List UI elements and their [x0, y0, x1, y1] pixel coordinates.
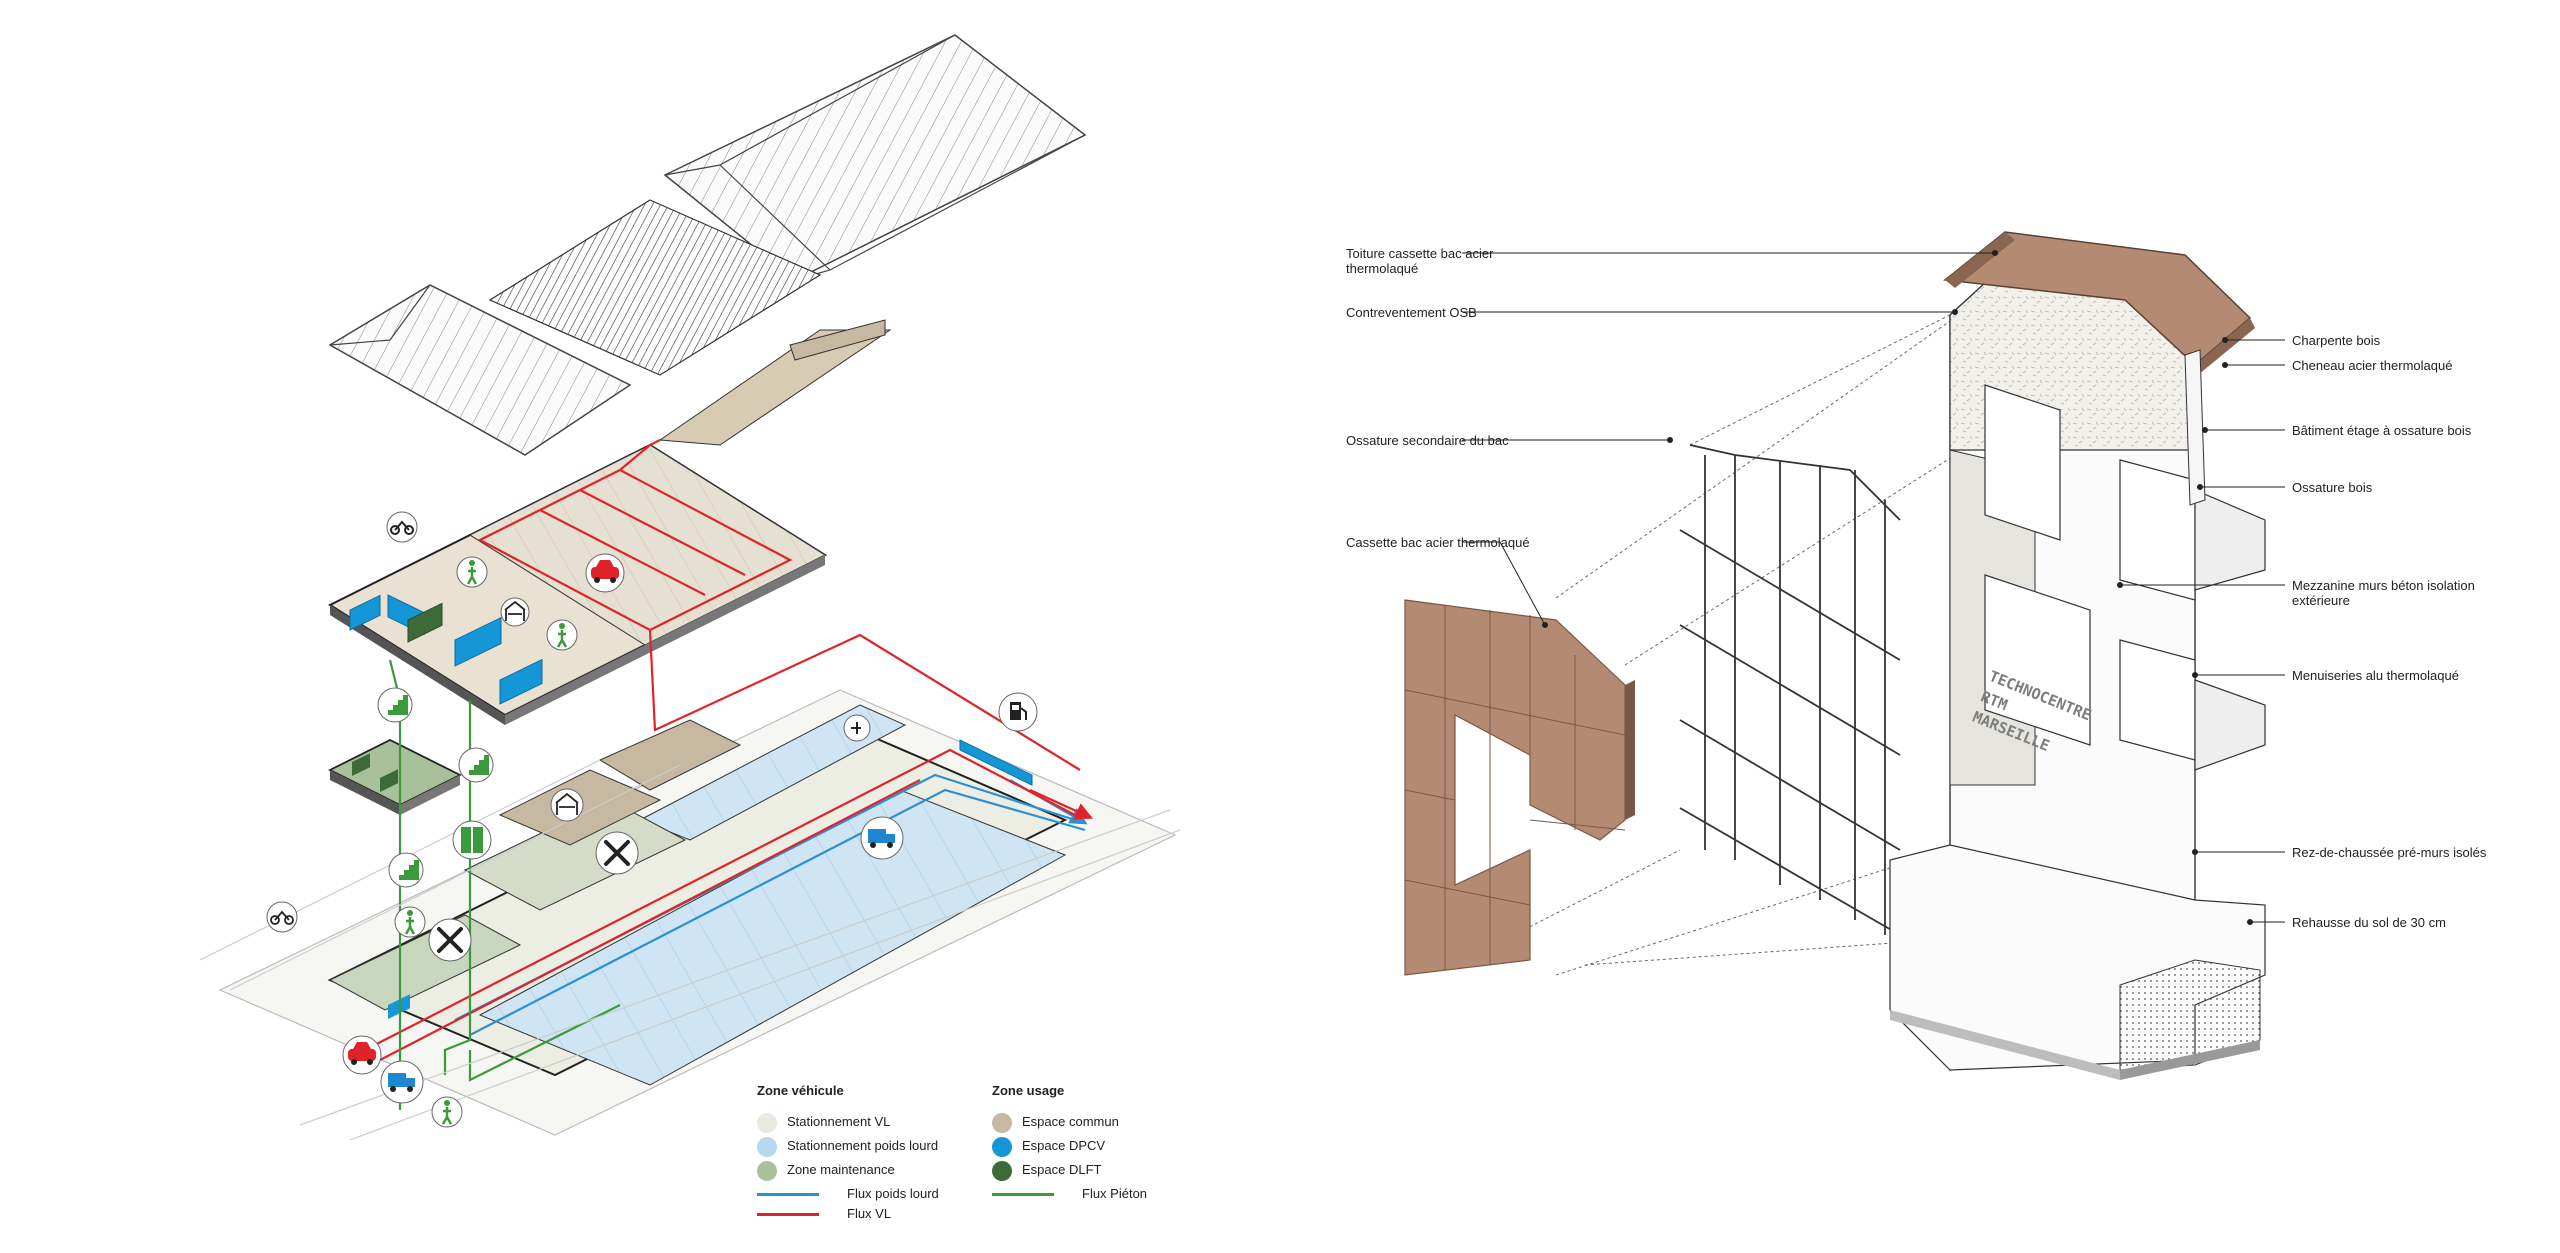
building-volume: TECHNOCENTRE RTM MARSEILLE — [1889, 231, 2266, 1080]
shelter-icon — [550, 788, 584, 822]
label-contreventement-osb: Contreventement OSB — [1346, 305, 1477, 320]
label-toiture-cassette: Toiture cassette bac acier thermolaqué — [1346, 246, 1494, 276]
label-mezzanine: Mezzanine murs béton isolation extérieur… — [2292, 578, 2475, 608]
legend-vehicle-title: Zone véhicule — [757, 1083, 844, 1098]
legend-item: Zone maintenance — [757, 1160, 939, 1184]
car-icon — [342, 1035, 382, 1075]
legend-item: Espace commun — [992, 1112, 1147, 1136]
truck-icon — [860, 816, 904, 860]
tools-icon — [595, 831, 639, 875]
legend-item: Espace DLFT — [992, 1160, 1147, 1184]
legend-vehicle-zone: Zone véhicule Stationnement VL Stationne… — [757, 1083, 939, 1224]
motorcycle-icon — [386, 511, 418, 543]
label-cassette-bac: Cassette bac acier thermolaqué — [1346, 535, 1530, 550]
label-menuiseries: Menuiseries alu thermolaqué — [2292, 668, 2459, 683]
dpcv-rooms — [349, 594, 543, 705]
bicycle-icon — [266, 901, 298, 933]
legend-line-item: Flux Piéton — [992, 1184, 1147, 1204]
label-cheneau: Cheneau acier thermolaqué — [2292, 358, 2453, 373]
stairs-icon — [388, 852, 424, 888]
leader-lines-right — [2120, 339, 2285, 923]
legend-usage-zone: Zone usage Espace commun Espace DPCV Esp… — [992, 1083, 1147, 1204]
pedestrian-icon — [456, 556, 488, 588]
stairs-icon — [458, 747, 494, 783]
fuel-pump-icon — [998, 692, 1038, 732]
label-rehausse: Rehausse du sol de 30 cm — [2292, 915, 2446, 930]
label-ossature-bois: Ossature bois — [2292, 480, 2373, 495]
shelter-icon — [500, 597, 530, 627]
legend-item: Espace DPCV — [992, 1136, 1147, 1160]
cladding-panel — [1404, 599, 1635, 976]
legend-line-item: Flux poids lourd — [757, 1184, 939, 1204]
pedestrian-icon — [394, 906, 426, 938]
ev-charger-icon — [843, 714, 871, 742]
roof-cassette — [1943, 231, 2255, 506]
legend-item: Stationnement poids lourd — [757, 1136, 939, 1160]
legend-usage-title: Zone usage — [992, 1083, 1065, 1098]
roof-lower — [328, 284, 632, 456]
elevator-icon — [452, 820, 492, 860]
truck-icon — [380, 1060, 424, 1104]
label-batiment-etage: Bâtiment étage à ossature bois — [2292, 423, 2472, 438]
left-axonometric — [199, 34, 1181, 1141]
label-ossature-secondaire: Ossature secondaire du bac — [1346, 433, 1509, 448]
label-rez-de-chaussee: Rez-de-chaussée pré-murs isolés — [2292, 845, 2487, 860]
pedestrian-icon — [431, 1096, 463, 1128]
label-charpente-bois: Charpente bois — [2292, 333, 2381, 348]
legend-item: Stationnement VL — [757, 1112, 939, 1136]
pv-panels — [488, 199, 822, 376]
middle-block — [327, 738, 463, 815]
pedestrian-icon — [546, 619, 578, 651]
upper-floor — [327, 319, 1081, 771]
secondary-frame — [1679, 444, 1901, 936]
legend-line-item: Flux VL — [757, 1204, 939, 1224]
car-icon — [585, 553, 625, 593]
tools-icon — [428, 918, 472, 962]
vl-flow-upper — [477, 439, 1081, 771]
leader-lines-left — [1462, 252, 1995, 626]
stairs-icon — [377, 687, 413, 723]
right-axonometric: TECHNOCENTRE RTM MARSEILLE — [1404, 231, 2285, 1080]
ground-floor — [218, 659, 1177, 1136]
